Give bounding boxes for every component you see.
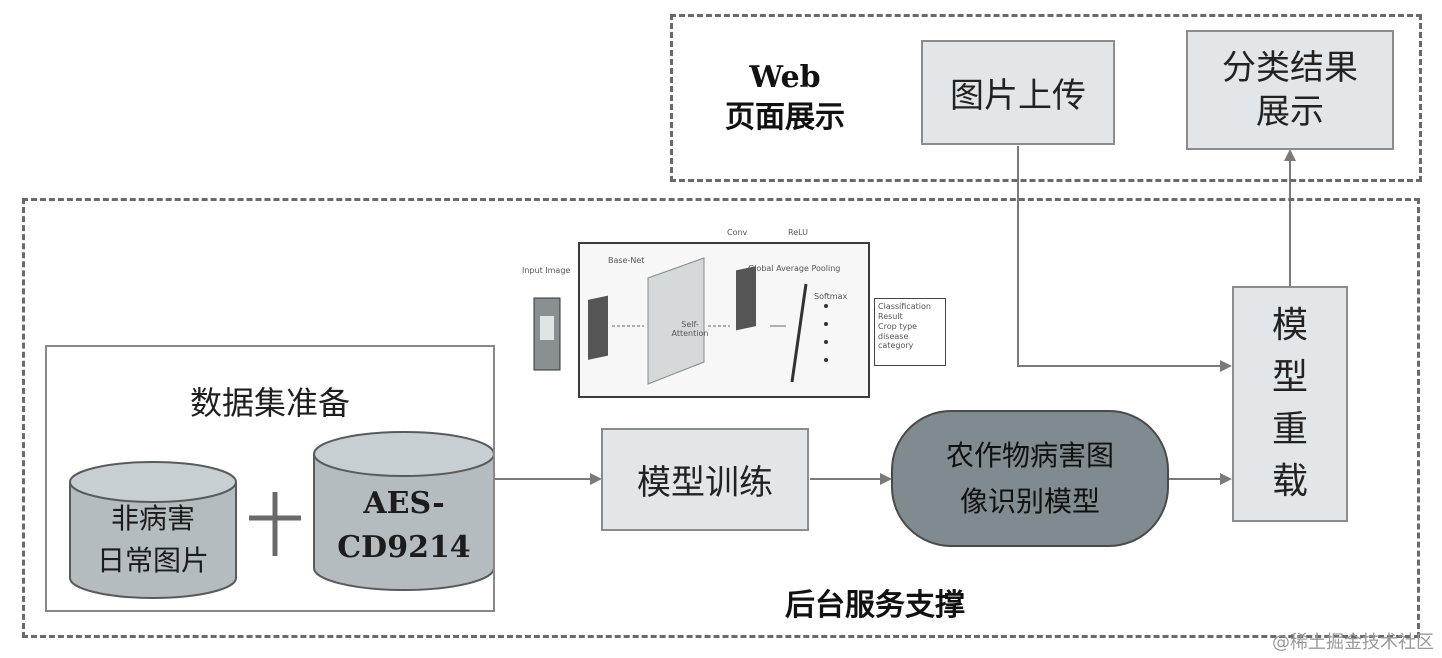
out-line3: Crop type [878, 322, 918, 331]
web-label-line2: 页面展示 [725, 100, 845, 135]
reload-char-2: 型 [1271, 357, 1308, 398]
crop-disease-model-node[interactable]: 农作物病害图 像识别模型 [891, 410, 1169, 547]
image-upload-box[interactable]: 图片上传 [921, 40, 1115, 145]
model-node-line1: 农作物病害图 [945, 438, 1114, 472]
classification-result-box[interactable]: 分类结果 展示 [1186, 30, 1394, 150]
backend-service-region [22, 198, 1420, 638]
reload-char-1: 模 [1271, 305, 1308, 346]
cyl2-line2: CD9214 [337, 530, 471, 565]
cyl1-line1: 非病害 [110, 502, 195, 535]
out-line2: Result [878, 312, 903, 321]
result-label-line1: 分类结果 [1222, 48, 1358, 88]
arrow-upload-to-reload [1017, 146, 1232, 372]
softmax-label: Softmax [814, 292, 848, 301]
cyl2-line1: AES- [363, 486, 445, 521]
reload-char-4: 载 [1271, 461, 1308, 502]
model-reload-box[interactable]: 模 型 重 载 [1232, 286, 1348, 522]
backend-region-label: 后台服务支撑 [785, 588, 965, 623]
dataset-preparation-box [45, 345, 495, 612]
gap-label: Global Average Pooling [748, 264, 841, 273]
cyl1-line2: 日常图片 [96, 544, 209, 577]
attention-line1: Self- [681, 320, 699, 329]
legend-relu: ReLU [788, 228, 809, 237]
model-training-box[interactable]: 模型训练 [601, 428, 809, 531]
out-line4: disease category [878, 332, 914, 350]
input-image-thumbnail [533, 297, 561, 371]
web-region-label: Web 页面展示 [690, 58, 880, 138]
classification-output-box: Classification Result Crop type disease … [874, 298, 946, 366]
reload-char-3: 重 [1271, 409, 1308, 450]
plus-icon [249, 492, 301, 556]
legend-conv: Conv [727, 228, 748, 237]
network-shapes [588, 257, 828, 385]
input-image-label: Input Image [522, 266, 571, 275]
watermark: @稀土掘金技术社区 [1272, 632, 1434, 653]
model-training-label: 模型训练 [637, 463, 773, 503]
cylinder1-label: 非病害 日常图片 [70, 496, 236, 584]
web-display-region [670, 14, 1422, 182]
network-frame [578, 242, 870, 398]
out-line1: Classification [878, 302, 931, 311]
attention-line2: Attention [671, 329, 709, 338]
web-label-line1: Web [749, 60, 821, 95]
attention-label: Self- Attention [660, 320, 720, 338]
network-diagram: Input Image Conv ReLU Base-Net Global Av… [520, 218, 950, 403]
image-upload-label: 图片上传 [950, 76, 1086, 116]
model-node-line2: 像识别模型 [959, 484, 1100, 518]
dataset-title: 数据集准备 [189, 384, 350, 422]
result-label-line2: 展示 [1256, 92, 1324, 132]
cylinder-non-disease-images [69, 461, 237, 599]
base-net-label: Base-Net [608, 256, 645, 265]
cylinder2-label: AES- CD9214 [314, 478, 494, 574]
